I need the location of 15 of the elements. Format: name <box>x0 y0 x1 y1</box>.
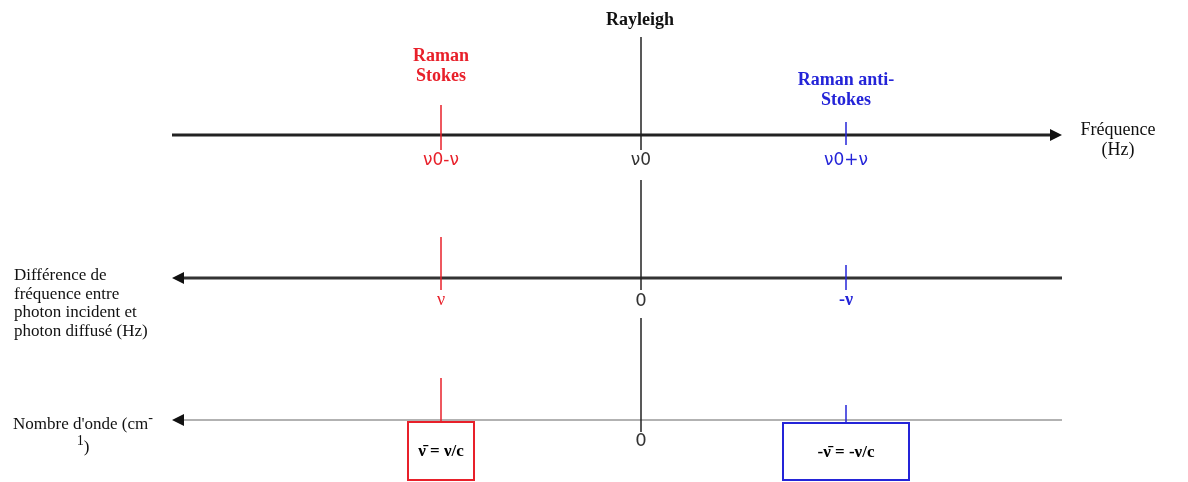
line-title: Rayleigh <box>605 10 675 30</box>
axis-title: Nombre d'onde (cm$^{-}$$^{1}$) <box>12 410 154 457</box>
formula-box: ν̄ = ν/c <box>407 421 475 481</box>
tick-label: ν0-ν <box>422 150 460 169</box>
tick-label: 0 <box>634 290 648 310</box>
tick-label: ν0+ν <box>822 150 870 169</box>
tick-label: ν <box>435 290 447 310</box>
axis-title: Fréquence (Hz) <box>1079 120 1157 160</box>
tick-label: -ν <box>837 290 854 310</box>
line-title: Raman anti-Stokes <box>796 70 896 110</box>
formula-box: -ν̄ = -ν/c <box>782 422 910 481</box>
tick-label: ν0 <box>629 150 653 169</box>
tick-label: 0 <box>634 430 648 450</box>
line-title: Raman Stokes <box>412 46 470 86</box>
axis-title: Différence de fréquence entre photon incident et photon diffusé (Hz) <box>14 266 149 341</box>
